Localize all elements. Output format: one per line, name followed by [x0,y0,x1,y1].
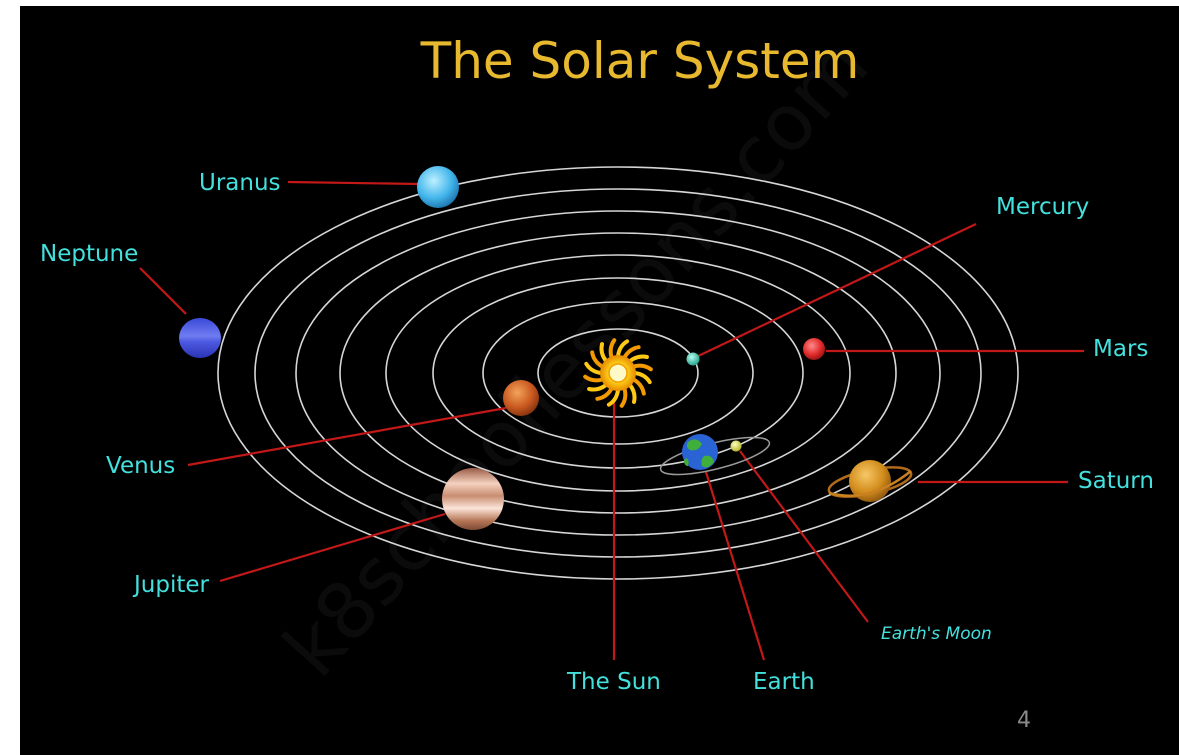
sun-ray [616,339,630,358]
orbit-ring [217,166,1019,580]
saturn-ring-front [828,470,912,497]
earths-moon-label: Earth's Moon [881,624,992,644]
orbit-ring [537,328,699,418]
sun-ray [599,342,608,363]
venus-leader-line [187,406,507,467]
saturn-label: Saturn [1078,468,1154,494]
earth-continents [684,439,714,468]
sun-ray [622,345,641,360]
sun-ray [628,354,649,363]
venus-planet [503,380,539,416]
mercury-planet [686,352,700,366]
uranus-label: Uranus [199,170,281,196]
jupiter-label: Jupiter [132,572,210,598]
neptune-label: Neptune [40,241,138,267]
orbit-ring [432,277,804,469]
leader-lines [139,180,1084,661]
uranus-leader-line [287,180,421,186]
solar-system-diagram: k8schoollessons.com The Solar System [40,20,1154,733]
neptune-leader-line [139,267,187,315]
sun-ray [590,350,605,369]
sun-label: The Sun [566,669,661,695]
sun-ray [631,377,646,396]
sun-icon [583,338,653,408]
sun-ray [608,338,617,360]
orbit-ring [295,210,941,536]
earth-label: Earth [753,669,815,695]
saturn-group [827,460,913,502]
jupiter-leader-line [219,512,446,583]
orbit-rings [217,166,1019,580]
venus-label: Venus [106,453,175,479]
mercury-leader-line [693,223,977,359]
mars-label: Mars [1093,336,1148,362]
sun-ray [583,374,605,383]
watermark-text: k8schoollessons.com [267,20,886,693]
uranus-planet [417,166,459,208]
sun-ray [633,371,652,385]
earths-moon [730,440,742,452]
slide: k8schoollessons.com The Solar System [20,6,1179,755]
orbit-ring [339,232,897,514]
sun-ray [619,386,628,408]
mercury-label: Mercury [996,194,1089,220]
jupiter-planet [442,468,504,530]
sun-ray [595,386,614,401]
sun-core [608,363,628,383]
sun-ray [584,361,603,375]
page-number: 4 [1017,708,1031,733]
moon-leader-line [739,450,869,623]
sun-ray [628,383,637,404]
earth-leader-line [704,471,766,661]
neptune-planet [179,318,221,358]
sun-ray [587,383,608,392]
saturn-planet [849,460,891,502]
orbit-ring [254,188,982,558]
page-title: The Solar System [420,32,860,90]
sun-ray [606,388,620,407]
sun-ray [631,363,653,372]
orbit-ring [385,254,851,492]
orbit-ring [482,301,754,445]
mars-planet [803,338,825,360]
earth-group [659,434,771,476]
